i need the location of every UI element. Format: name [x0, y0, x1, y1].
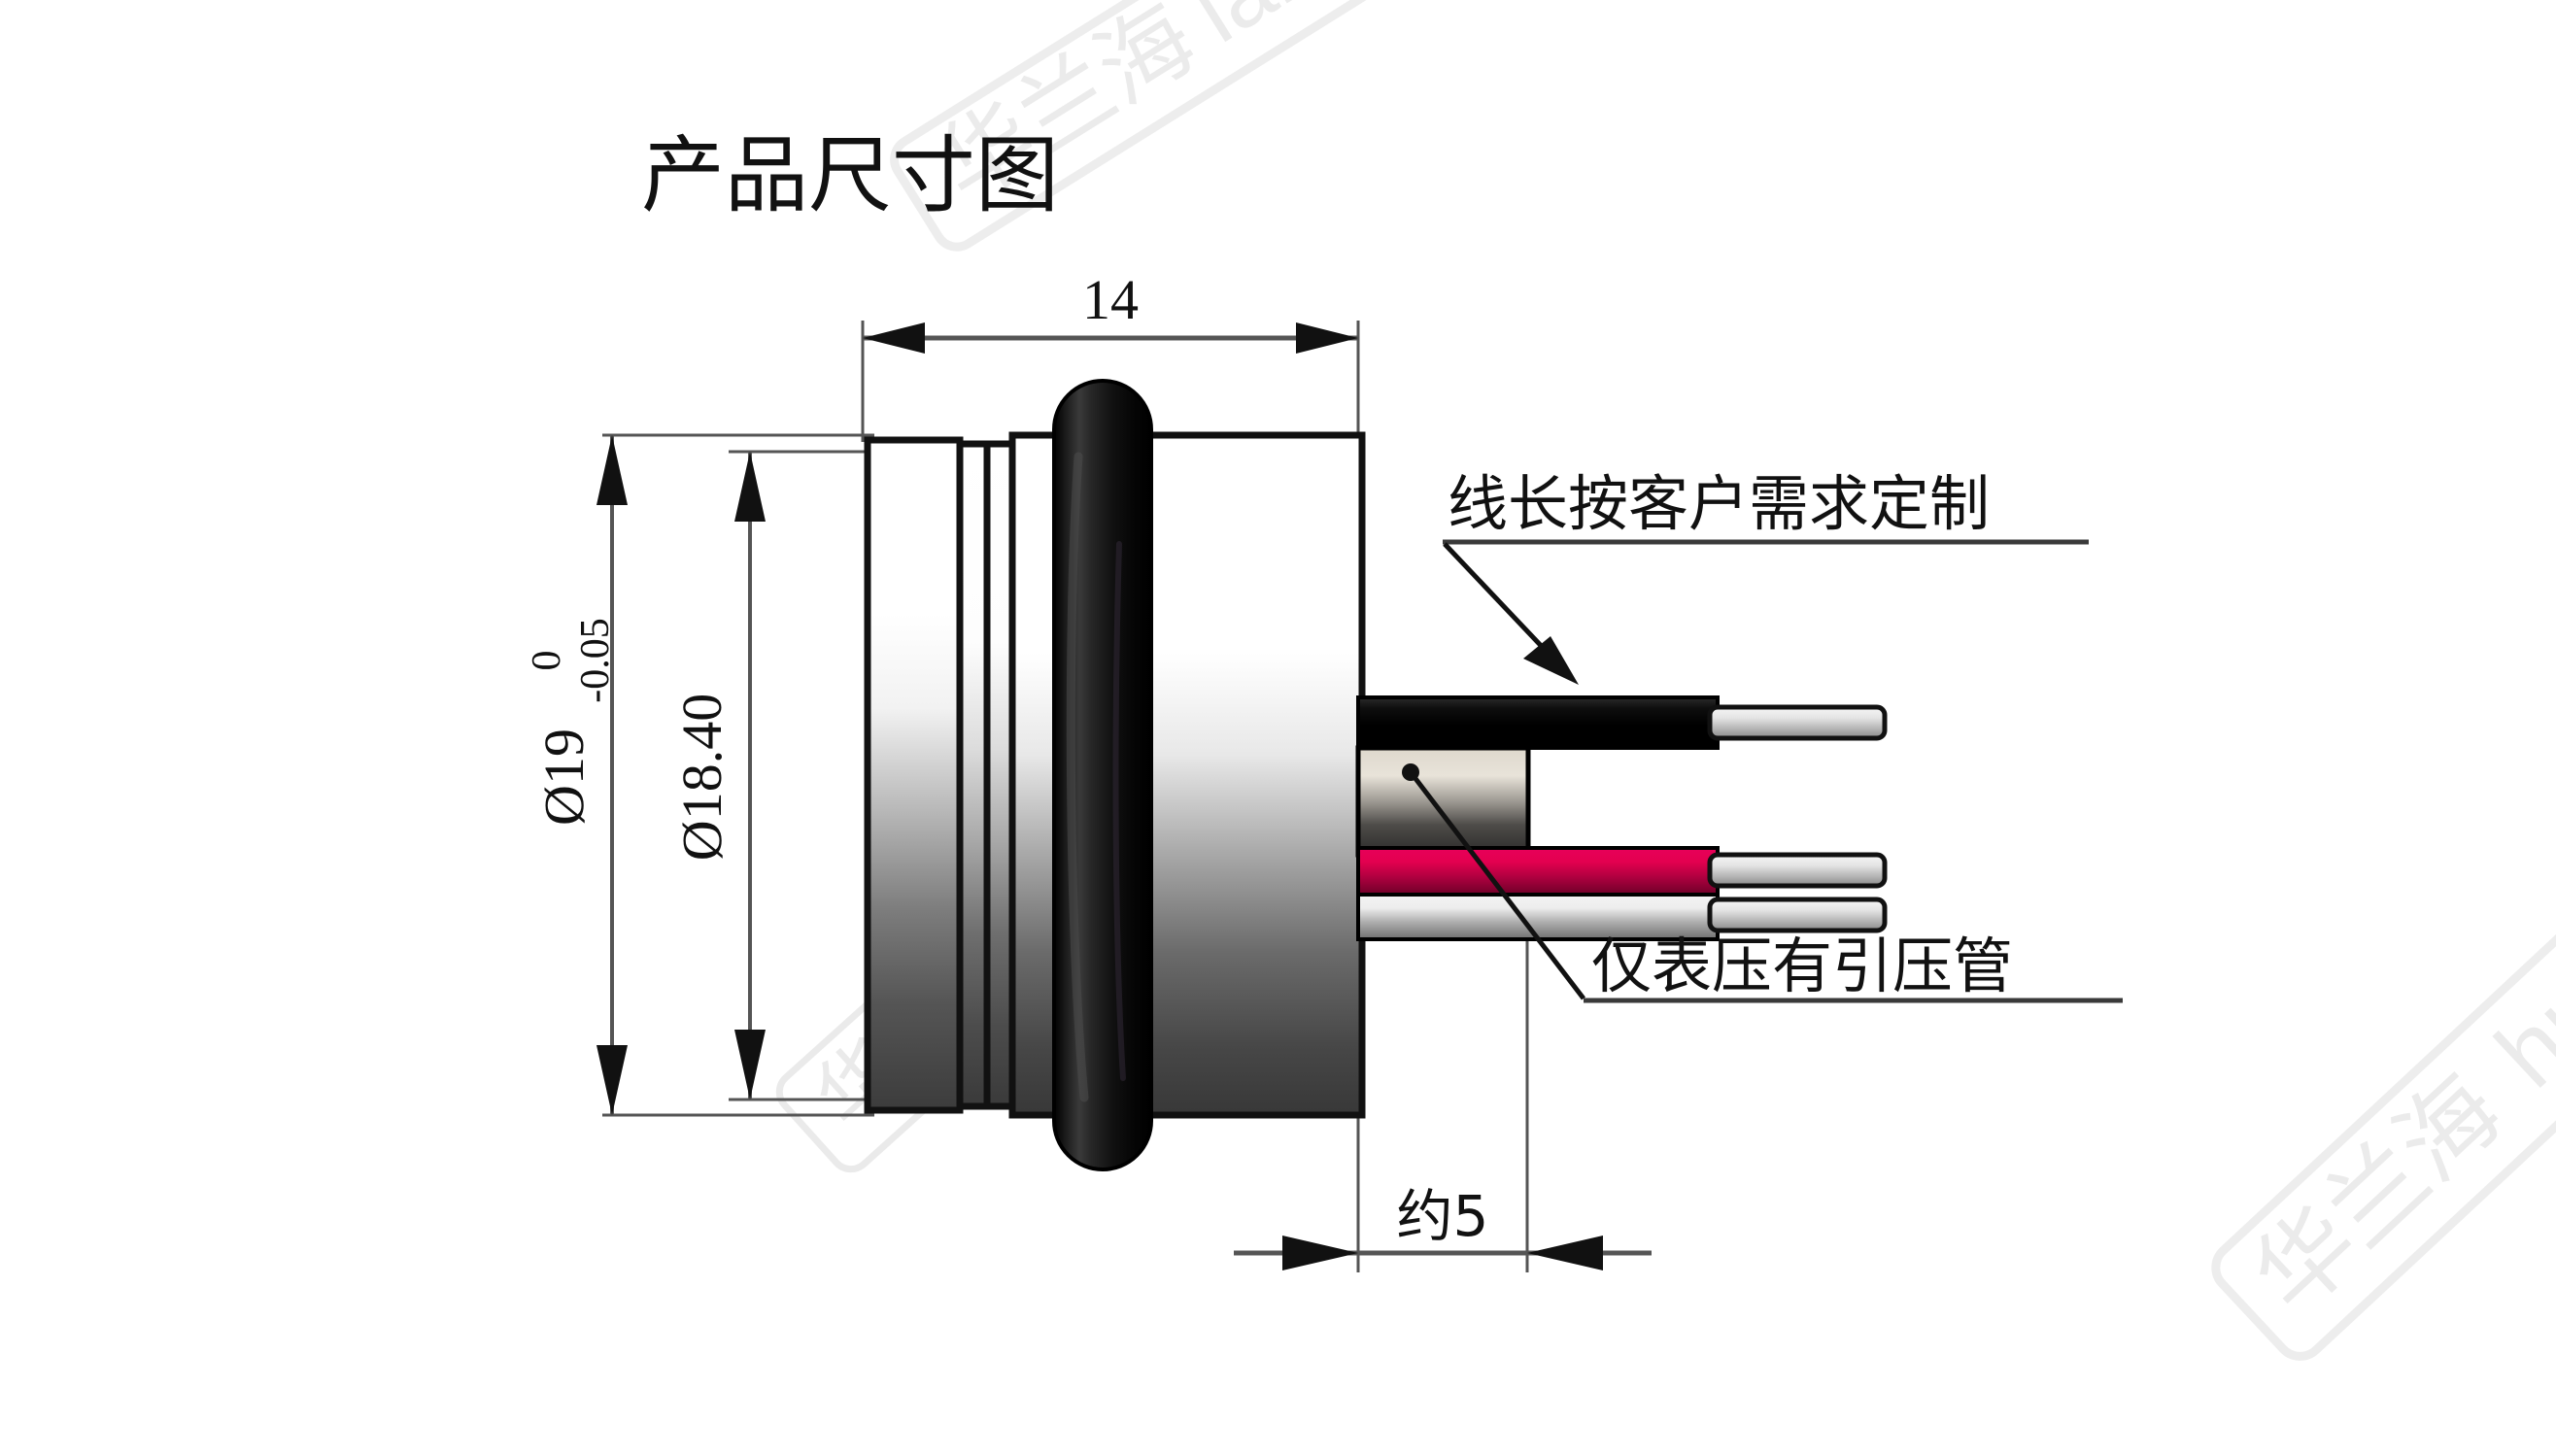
dimension-inner-diameter: Ø18.40 [670, 452, 766, 1100]
red-wire [1356, 846, 1720, 897]
cable-note-label: 线长按客户需求定制 [1448, 468, 1990, 539]
arrow-5-left [1282, 1236, 1358, 1270]
annotation-tube: 仅表压有引压管 [1402, 763, 2123, 1003]
arrow-d1840-top [734, 452, 766, 522]
dim-label-d1840-group: Ø18.40 [670, 694, 733, 861]
watermark-right: 华兰海 hualanhai [2211, 741, 2556, 1361]
arrow-14-right [1296, 322, 1358, 354]
white-wire-tip [1707, 897, 1888, 933]
dimension-outer-diameter: Ø19 0 -0.05 [525, 435, 628, 1115]
body-rear-step [864, 436, 964, 1114]
arrow-d19-top [596, 435, 628, 505]
dim-label-d19: Ø19 [532, 728, 596, 826]
tube-note-leader [1409, 770, 1585, 1000]
white-wire [1356, 893, 1720, 941]
arrow-14-left [863, 322, 925, 354]
dim-label-d19-group: Ø19 0 -0.05 [525, 618, 618, 826]
red-wire-tip [1707, 852, 1888, 889]
sensor-body [864, 379, 1366, 1171]
dimension-tube-length: 约5 [1234, 1183, 1652, 1270]
watermark-right-en: hualanhai [2475, 741, 2556, 1108]
dim-label-14: 14 [1082, 268, 1139, 331]
wire-assembly [1355, 695, 1888, 941]
body-front-barrel [1125, 431, 1366, 1119]
arrow-d1840-bottom [734, 1030, 766, 1100]
dimension-width-top: 14 [863, 268, 1358, 354]
page-title: 产品尺寸图 [641, 127, 1059, 224]
dim-label-d1840: Ø18.40 [670, 694, 733, 861]
black-wire [1356, 695, 1720, 750]
dim-tolerance-upper: 0 [525, 651, 569, 671]
annotation-cable: 线长按客户需求定制 [1443, 468, 2089, 685]
tube-note-leader-dot [1402, 763, 1419, 781]
arrow-d19-bottom [596, 1045, 628, 1115]
body-ring-2 [983, 440, 1016, 1110]
o-ring-highlight-secondary [1112, 541, 1126, 1081]
cable-note-arrow [1523, 636, 1579, 685]
pressure-tube [1355, 745, 1531, 858]
body-ring-1 [956, 440, 991, 1110]
black-wire-tip [1707, 704, 1888, 741]
arrow-5-right [1527, 1236, 1603, 1270]
dim-tolerance-lower: -0.05 [573, 618, 618, 703]
o-ring-highlight [1066, 452, 1089, 1102]
dim-label-5: 约5 [1397, 1183, 1489, 1249]
tube-note-label: 仅表压有引压管 [1591, 931, 2013, 1001]
